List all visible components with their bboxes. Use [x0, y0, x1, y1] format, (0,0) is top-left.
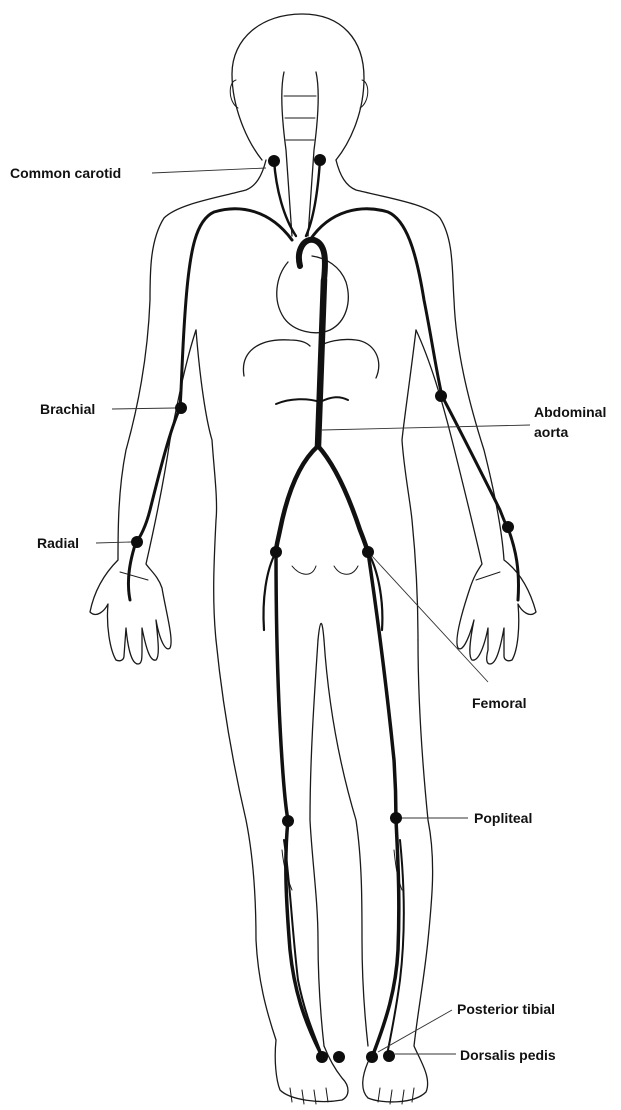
arterial-system	[128, 160, 518, 1058]
leader-lines	[96, 168, 530, 1054]
pulse-point-posterior-tibial-right	[366, 1051, 378, 1063]
label-radial: Radial	[37, 535, 79, 551]
label-popliteal: Popliteal	[474, 810, 532, 826]
pulse-point-popliteal-left	[282, 815, 294, 827]
pulse-point-femoral-left	[270, 546, 282, 558]
body-outline	[90, 14, 536, 1104]
pulse-point-brachial-right	[435, 390, 447, 402]
label-abdominal-aorta-line1: Abdominal	[534, 404, 606, 420]
pelvis-right	[334, 566, 358, 574]
pulse-point-brachial-left	[175, 402, 187, 414]
pulse-point-carotid-left	[268, 155, 280, 167]
pulse-point-radial-right	[502, 521, 514, 533]
pulse-point-dorsalis-pedis-left	[333, 1051, 345, 1063]
head-outline	[232, 14, 364, 160]
pulse-point-dorsalis-pedis-right	[383, 1050, 395, 1062]
torso-outline-right	[336, 160, 536, 664]
internal-organs	[243, 72, 378, 574]
label-abdominal-aorta-line2: aorta	[534, 424, 568, 440]
left-wrist-band	[120, 572, 148, 580]
leader-radial	[96, 542, 131, 543]
aortic-arch	[299, 240, 325, 280]
artery-left-deep-femoral	[264, 552, 277, 630]
artery-right-iliac	[318, 446, 368, 552]
label-dorsalis-pedis: Dorsalis pedis	[460, 1047, 556, 1063]
leader-common-carotid	[152, 168, 266, 173]
heart	[277, 256, 349, 333]
left-leg-inner	[310, 640, 324, 1046]
leader-posterior-tibial	[378, 1010, 452, 1052]
artery-right-posterior	[388, 840, 404, 1050]
label-posterior-tibial: Posterior tibial	[457, 1001, 555, 1017]
pelvis-left	[292, 566, 316, 574]
artery-abdominal-aorta	[318, 280, 324, 446]
artery-left-iliac	[276, 446, 318, 552]
right-flank	[402, 330, 418, 640]
artery-right-leg	[368, 552, 399, 1058]
left-leg-outer	[216, 640, 348, 1102]
leader-abdominal-aorta	[322, 425, 530, 430]
pulse-point-radial-left	[131, 536, 143, 548]
diaphragm	[243, 339, 378, 378]
artery-left-arm	[128, 209, 292, 600]
pulse-point-posterior-tibial-left	[316, 1051, 328, 1063]
renal-arteries	[276, 397, 348, 404]
leader-brachial	[112, 408, 175, 409]
label-common-carotid: Common carotid	[10, 165, 121, 181]
left-flank	[196, 330, 217, 640]
pulse-point-popliteal-right	[390, 812, 402, 824]
label-brachial: Brachial	[40, 401, 95, 417]
label-femoral: Femoral	[472, 695, 526, 711]
pulse-point-carotid-right	[314, 154, 326, 166]
right-wrist-band	[476, 572, 500, 580]
right-leg-inner	[324, 640, 368, 1046]
leader-femoral	[372, 556, 488, 682]
crotch-line	[318, 623, 324, 640]
trachea-rings	[284, 96, 316, 140]
